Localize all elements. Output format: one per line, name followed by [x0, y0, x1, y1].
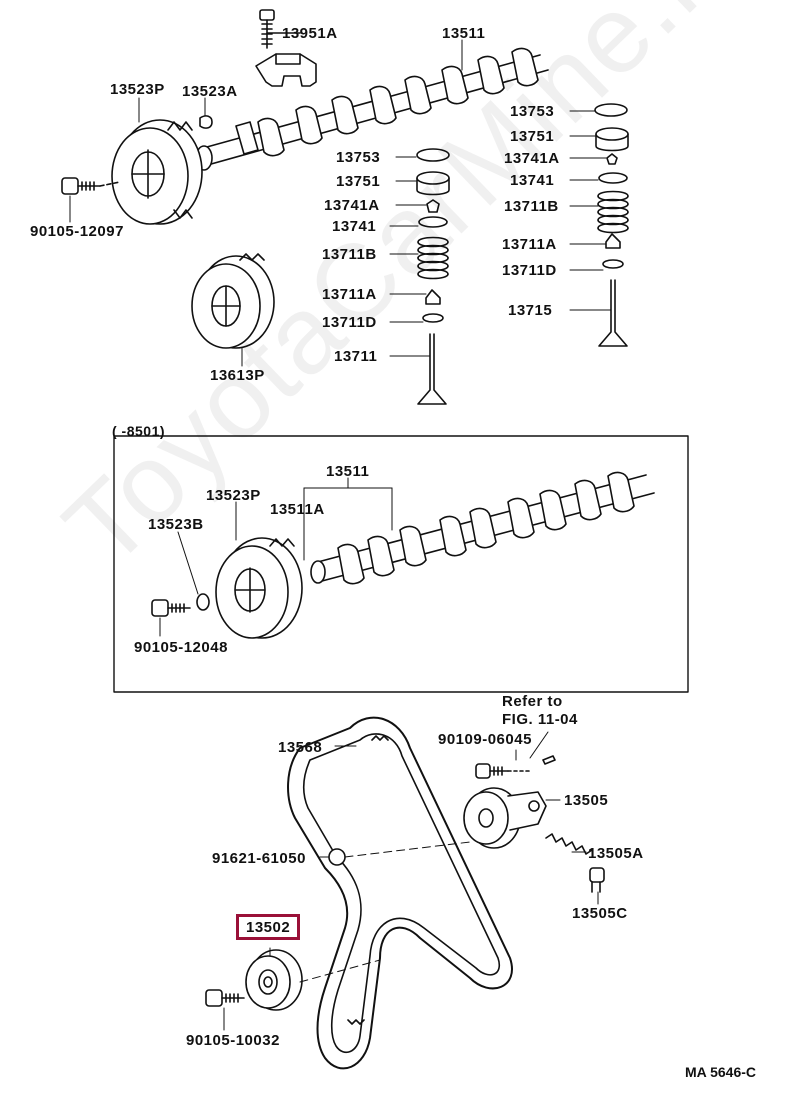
label-13511A[interactable]: 13511A — [270, 501, 325, 518]
bolt-90105-12048-drawing — [151, 599, 191, 617]
label-90105-12097[interactable]: 90105-12097 — [30, 223, 124, 240]
camshaft-top-drawing — [190, 47, 555, 171]
valve-stack-left-drawing — [416, 148, 450, 405]
label-13505C[interactable]: 13505C — [572, 905, 628, 922]
variant-range-label: ( -8501) — [112, 423, 166, 439]
label-13741A-left[interactable]: 13741A — [324, 197, 380, 214]
label-13568[interactable]: 13568 — [278, 739, 323, 756]
label-90109-06045[interactable]: 90109-06045 — [438, 731, 532, 748]
label-13505[interactable]: 13505 — [564, 792, 609, 809]
label-13951A[interactable]: 13951A — [282, 25, 338, 42]
label-13613P[interactable]: 13613P — [210, 367, 265, 384]
label-13505A[interactable]: 13505A — [588, 845, 644, 862]
label-13711A-left[interactable]: 13711A — [322, 286, 377, 303]
label-90105-10032[interactable]: 90105-10032 — [186, 1032, 280, 1049]
label-13523P-top[interactable]: 13523P — [110, 81, 165, 98]
label-13751-right[interactable]: 13751 — [510, 128, 555, 145]
label-13711D-left[interactable]: 13711D — [322, 314, 377, 331]
label-13741-right[interactable]: 13741 — [510, 172, 555, 189]
pulley-box-drawing — [215, 537, 303, 639]
label-13523A[interactable]: 13523A — [182, 83, 238, 100]
label-13502-highlighted[interactable]: 13502 — [236, 914, 301, 940]
label-13753-right[interactable]: 13753 — [510, 103, 555, 120]
leader-lines-bottom — [223, 745, 599, 1031]
stud-B-drawing — [328, 848, 346, 866]
variant-box-frame — [113, 435, 689, 693]
key-13523A-drawing — [199, 115, 213, 129]
bolt-90105-12097-drawing — [61, 177, 121, 195]
label-13711B-right[interactable]: 13711B — [504, 198, 559, 215]
bearing-cap-drawing — [255, 53, 317, 87]
camshaft-box-drawing — [307, 471, 661, 585]
label-13741A-right[interactable]: 13741A — [504, 150, 560, 167]
label-13711[interactable]: 13711 — [334, 348, 378, 365]
washer-13523B-drawing — [196, 593, 210, 611]
label-90105-12048[interactable]: 90105-12048 — [134, 639, 228, 656]
bolt-90109-06045-drawing — [475, 763, 531, 779]
pulley-13613P-drawing — [191, 253, 275, 349]
diagram-code: MA 5646-C — [684, 1064, 756, 1080]
label-13711A-right[interactable]: 13711A — [502, 236, 557, 253]
label-91621-61050[interactable]: 91621-61050 — [212, 850, 306, 867]
label-13741-left[interactable]: 13741 — [332, 218, 377, 235]
label-13753-left[interactable]: 13753 — [336, 149, 381, 166]
label-13711D-right[interactable]: 13711D — [502, 262, 557, 279]
label-13523B[interactable]: 13523B — [148, 516, 204, 533]
valve-stack-right-drawing — [594, 103, 629, 347]
pin-drawing — [542, 755, 556, 765]
label-13751-left[interactable]: 13751 — [336, 173, 381, 190]
leader-lines-box — [159, 477, 393, 637]
label-13715[interactable]: 13715 — [508, 302, 553, 319]
bolt-13505C-drawing — [589, 867, 605, 893]
refer-to-label: Refer to — [502, 693, 563, 710]
leader-lines-top — [69, 39, 612, 367]
spring-13505A-drawing — [545, 833, 593, 855]
label-13511-top[interactable]: 13511 — [442, 25, 486, 42]
bolt-13951A-drawing — [259, 9, 275, 49]
bolt-90105-10032-drawing — [205, 989, 245, 1007]
tensioner-13505-drawing — [463, 787, 547, 849]
label-13711B-left[interactable]: 13711B — [322, 246, 377, 263]
label-13523P-box[interactable]: 13523P — [206, 487, 261, 504]
idler-13502-drawing — [245, 949, 303, 1011]
pulley-13523P-drawing — [111, 119, 203, 225]
label-13511-box[interactable]: 13511 — [326, 463, 370, 480]
figure-reference-link[interactable]: FIG. 11-04 — [502, 711, 578, 728]
